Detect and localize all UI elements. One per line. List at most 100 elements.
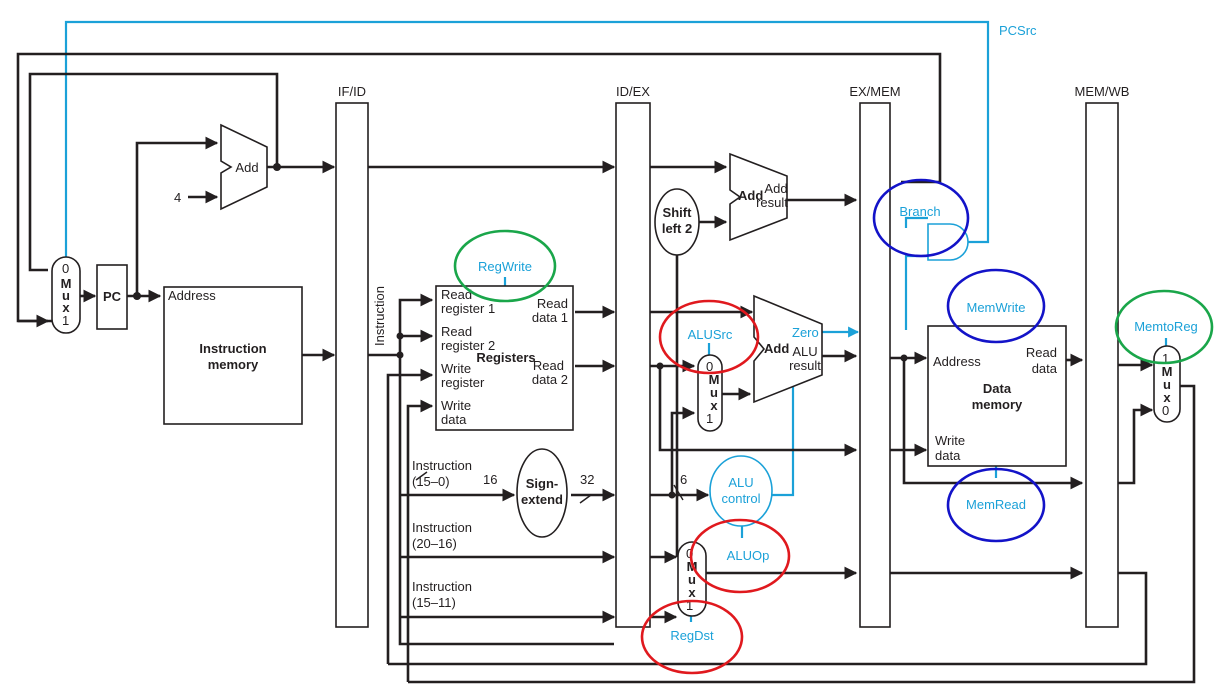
signal-regwrite: RegWrite — [478, 259, 532, 274]
pc-mux: 0 M u x 1 — [51, 256, 81, 334]
junction-dot — [900, 354, 908, 362]
instruction-memory-box — [163, 286, 303, 425]
mux-letter: u — [1163, 377, 1171, 392]
junction-dot — [273, 163, 281, 171]
mux-letter: x — [688, 585, 696, 600]
register-file-box — [435, 285, 574, 431]
instruction-field-15-11: (15–11) — [412, 595, 456, 610]
control-signal-labels: PCSrc Branch RegWrite ALUSrc ALUOp RegDs… — [478, 23, 1198, 643]
pipeline-registers: IF/ID ID/EX EX/MEM MEM/WB — [335, 84, 1129, 628]
signal-pcsrc: PCSrc — [999, 23, 1037, 38]
port-write-data: data — [441, 412, 467, 427]
mux-letter: M — [61, 276, 72, 291]
bus-width-6: 6 — [680, 472, 687, 487]
signal-memwrite: MemWrite — [967, 300, 1026, 315]
instruction-memory-title: Instruction — [199, 341, 266, 356]
program-counter: PC — [96, 264, 128, 330]
port-read-data-2: Read — [533, 358, 564, 373]
alu-label: Add — [764, 341, 789, 356]
port-write-data: Write — [441, 398, 471, 413]
shift-left-2-label: Shift — [663, 205, 693, 220]
shift-left-2-unit: Shift left 2 — [654, 188, 700, 256]
pc-increment-value: 4 — [174, 190, 181, 205]
mux-letter: x — [62, 300, 70, 315]
regdst-mux-body — [677, 541, 707, 617]
port-read-data-1: data 1 — [532, 310, 568, 325]
port-read-register-1: Read — [441, 287, 472, 302]
mux-letter: M — [1162, 364, 1173, 379]
pc-adder-shape — [220, 123, 268, 211]
junction-dot — [396, 351, 404, 359]
alu-control-label: ALU — [728, 475, 753, 490]
memread-highlight-ring — [946, 467, 1046, 543]
sign-extend-label: Sign- — [526, 476, 559, 491]
memtoreg-mux: 1 M u x 0 — [1153, 345, 1181, 423]
regwrite-highlight-ring — [453, 229, 557, 303]
bus-width-16: 16 — [483, 472, 497, 487]
branch-adder-shape — [729, 152, 788, 242]
mux-letter: u — [688, 572, 696, 587]
if-id-label: IF/ID — [338, 84, 366, 99]
signal-branch: Branch — [899, 204, 940, 219]
memtoreg-mux-body — [1153, 345, 1181, 423]
data-memory-write-data: data — [935, 448, 961, 463]
instruction-memory-address: Address — [168, 288, 216, 303]
data-memory-title: memory — [972, 397, 1023, 412]
mux-input-1: 1 — [686, 598, 693, 613]
alu-zero-output: Zero — [792, 325, 819, 340]
instruction-field-15-0: (15–0) — [412, 474, 450, 489]
mux-letter: u — [710, 385, 718, 400]
ex-mem-label: EX/MEM — [849, 84, 900, 99]
data-memory-box — [927, 325, 1067, 467]
highlight-rings — [453, 178, 1214, 675]
port-write-register: register — [441, 375, 485, 390]
alusrc-highlight-ring — [658, 299, 760, 375]
signal-regdst: RegDst — [670, 628, 714, 643]
register-file: Read register 1 Read register 2 Write re… — [435, 285, 574, 431]
port-read-data-2: data 2 — [532, 372, 568, 387]
mux-letter: x — [1163, 390, 1171, 405]
port-read-register-2: Read — [441, 324, 472, 339]
alu-control-ellipse — [709, 455, 773, 527]
memtoreg-highlight-ring — [1114, 289, 1214, 365]
mux-input-1: 1 — [706, 411, 713, 426]
if-id-register — [335, 102, 369, 628]
data-memory-address: Address — [933, 354, 981, 369]
alu-control-unit: ALU control 6 — [680, 455, 773, 527]
shift-left-2-label: left 2 — [662, 221, 692, 236]
instruction-field-20-16: Instruction — [412, 520, 472, 535]
mux-letter: x — [710, 398, 718, 413]
mux-input-0: 0 — [62, 261, 69, 276]
data-memory-title: Data — [983, 381, 1012, 396]
alu-control-label: control — [721, 491, 760, 506]
instruction-bus-label: Instruction — [372, 286, 387, 346]
data-memory-read-data: Read — [1026, 345, 1057, 360]
and-gate-shape — [927, 223, 969, 261]
branch-adder-output: Add — [764, 181, 787, 196]
data-memory-write-data: Write — [935, 433, 965, 448]
instruction-memory: Address Instruction memory — [163, 286, 303, 425]
mem-wb-register — [1085, 102, 1119, 628]
data-memory-read-data: data — [1032, 361, 1058, 376]
sign-extend-label: extend — [521, 492, 563, 507]
signal-aluop: ALUOp — [727, 548, 770, 563]
port-read-register-2: register 2 — [441, 338, 495, 353]
junction-dot — [656, 362, 664, 370]
data-memory: Address Read data Data memory Write data — [927, 325, 1067, 467]
memwrite-highlight-ring — [946, 268, 1046, 344]
instruction-field-15-0: Instruction — [412, 458, 472, 473]
alu-result-output: ALU — [792, 344, 817, 359]
mux-letter: u — [62, 288, 70, 303]
bus-width-32: 32 — [580, 472, 594, 487]
pc-mux-body — [51, 256, 81, 334]
branch-adder: Add Add result — [729, 152, 788, 242]
alu-shape — [753, 294, 823, 404]
pc-adder-label: Add — [235, 160, 258, 175]
signal-memtoreg: MemtoReg — [1134, 319, 1198, 334]
instruction-field-15-11: Instruction — [412, 579, 472, 594]
register-file-title: Registers — [476, 350, 535, 365]
signal-alusrc: ALUSrc — [688, 327, 733, 342]
branch-adder-output: result — [756, 195, 788, 210]
